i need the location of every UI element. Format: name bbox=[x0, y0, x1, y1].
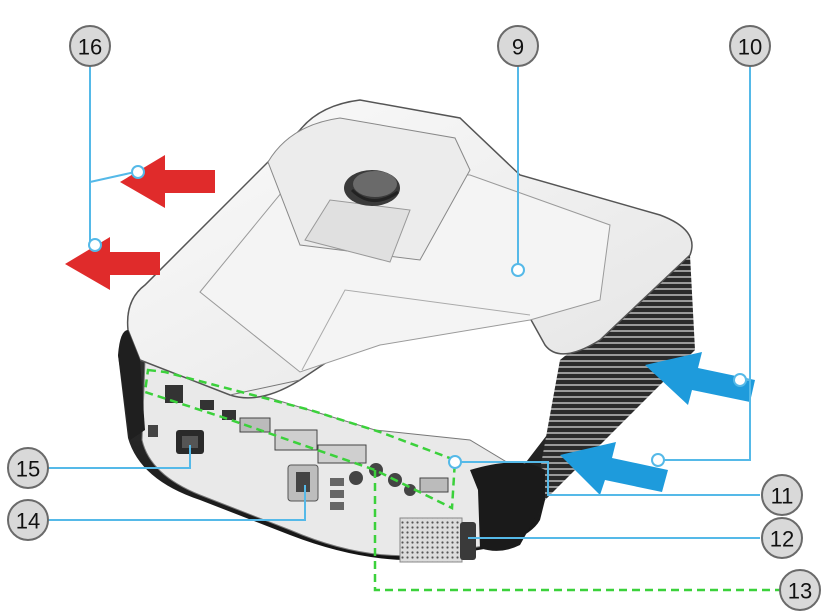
leader-lines bbox=[44, 66, 760, 539]
intake-arrow-icon bbox=[560, 352, 755, 495]
callout-11: 11 bbox=[761, 474, 803, 516]
callout-12: 12 bbox=[761, 517, 803, 559]
callout-10: 10 bbox=[729, 25, 771, 67]
io-panel bbox=[165, 385, 449, 496]
callout-9: 9 bbox=[497, 25, 539, 67]
callout-13: 13 bbox=[779, 569, 821, 611]
leader-dots bbox=[88, 165, 747, 469]
power-socket bbox=[148, 425, 204, 454]
io-dashed-outline bbox=[143, 368, 790, 592]
svg-text:13: 13 bbox=[788, 579, 812, 604]
svg-text:12: 12 bbox=[770, 527, 794, 552]
security-bar bbox=[460, 522, 476, 560]
ir-receiver bbox=[287, 464, 344, 510]
svg-text:11: 11 bbox=[771, 484, 794, 509]
callout-14: 14 bbox=[7, 499, 49, 541]
callout-16: 16 bbox=[69, 25, 111, 67]
callout-15: 15 bbox=[7, 447, 49, 489]
svg-text:16: 16 bbox=[78, 35, 102, 60]
svg-text:15: 15 bbox=[16, 457, 40, 482]
projector-illustration bbox=[118, 99, 695, 563]
svg-text:14: 14 bbox=[16, 509, 40, 534]
speaker-grill bbox=[399, 517, 463, 563]
svg-text:10: 10 bbox=[738, 35, 762, 60]
svg-text:9: 9 bbox=[512, 35, 524, 60]
